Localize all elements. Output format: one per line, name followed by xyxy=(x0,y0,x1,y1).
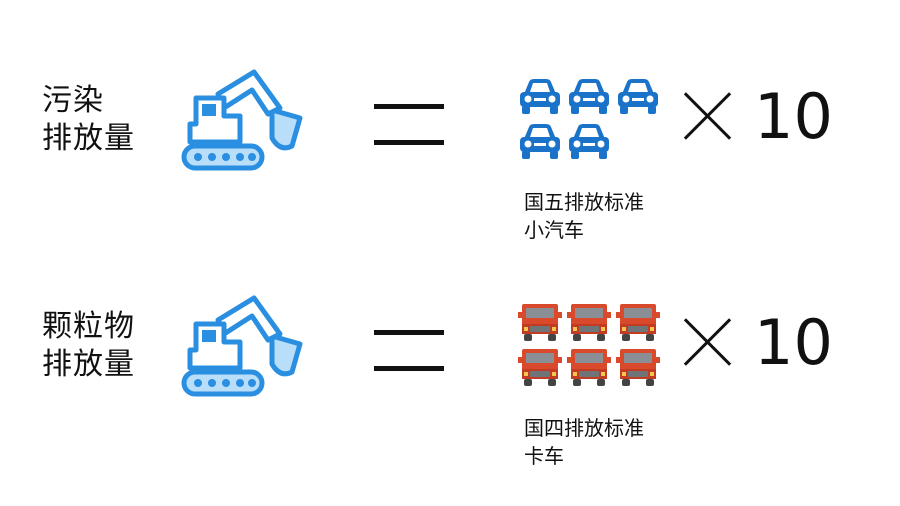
comparison-row-pollution: 污染 排放量 10 国五排放标准 小汽车 xyxy=(0,40,900,260)
multiplier-value: 10 xyxy=(754,80,833,153)
caption-line-1: 国五排放标准 xyxy=(524,190,644,214)
car-icon xyxy=(518,76,562,116)
times-icon xyxy=(682,90,734,142)
truck-icon xyxy=(616,302,660,342)
label-line-2: 排放量 xyxy=(42,121,135,156)
comparison-row-particulate: 颗粒物 排放量 10 国四排放标准 卡车 xyxy=(0,266,900,486)
truck-icon xyxy=(567,302,611,342)
truck-group xyxy=(518,302,668,392)
car-group xyxy=(518,76,668,166)
car-icon xyxy=(616,76,660,116)
excavator-icon xyxy=(180,68,305,173)
label-line-2: 排放量 xyxy=(42,347,135,382)
truck-icon xyxy=(567,347,611,387)
caption-line-1: 国四排放标准 xyxy=(524,416,644,440)
row-label: 颗粒物 排放量 xyxy=(42,308,135,384)
caption-line-2: 小汽车 xyxy=(524,218,584,242)
label-line-1: 颗粒物 xyxy=(42,309,135,344)
caption-line-2: 卡车 xyxy=(524,444,564,468)
truck-icon xyxy=(616,347,660,387)
equals-icon xyxy=(374,100,444,146)
times-icon xyxy=(682,316,734,368)
multiplier-value: 10 xyxy=(754,306,833,379)
car-icon xyxy=(567,121,611,161)
excavator-icon xyxy=(180,294,305,399)
row-label: 污染 排放量 xyxy=(42,82,135,158)
vehicle-caption: 国四排放标准 卡车 xyxy=(524,414,644,470)
label-line-1: 污染 xyxy=(42,83,104,118)
car-icon xyxy=(518,121,562,161)
vehicle-caption: 国五排放标准 小汽车 xyxy=(524,188,644,244)
equals-icon xyxy=(374,326,444,372)
truck-icon xyxy=(518,302,562,342)
car-icon xyxy=(567,76,611,116)
truck-icon xyxy=(518,347,562,387)
